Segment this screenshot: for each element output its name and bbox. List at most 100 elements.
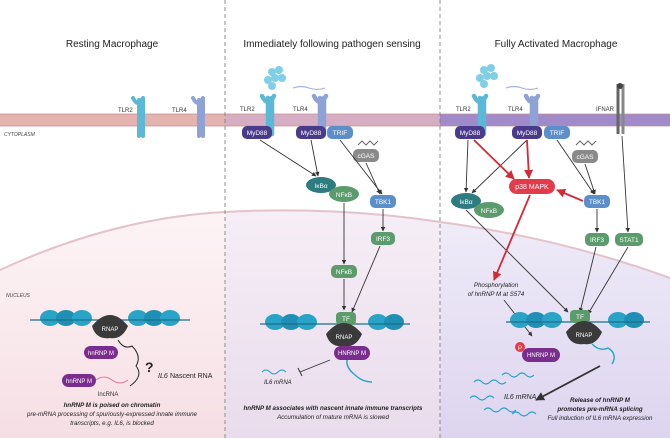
tlr2-label-act: TLR2 (456, 107, 471, 113)
arrows-sense (259, 139, 386, 313)
irf3-sense (371, 232, 395, 245)
nascent-rna-act (591, 343, 615, 365)
tlr2-label-sense: TLR2 (240, 107, 255, 113)
cgas-act (572, 150, 598, 163)
arrows-act-red (473, 139, 584, 281)
ikba-label-act: IκBα (459, 199, 472, 206)
nfkb-label-act: NFκB (481, 208, 497, 215)
tf-label-act: TF (576, 314, 584, 321)
lps-ligand-sense (292, 85, 326, 91)
ikba-sense (306, 177, 336, 193)
inhibit-line-sense (299, 359, 331, 373)
lps-ligand-act (505, 85, 539, 91)
tlr4-receptor-rest (191, 96, 205, 138)
nfkb-act (474, 202, 504, 218)
mrna-wave-sense (261, 369, 287, 375)
rnap-label-rest: RNAP (102, 327, 119, 333)
phospho-label-2: of hnRNP M at S574 (468, 291, 525, 298)
nascent-rna-rest (117, 339, 140, 387)
dna-cyto-sense (357, 140, 379, 146)
myd88-sense-1 (242, 126, 272, 139)
caption-sense-2: Accumulation of mature mRNA is slowed (276, 414, 389, 421)
caption-rest-2: pre-mRNA processing of spuriously-expres… (26, 411, 198, 418)
trif-label-sense: TRIF (333, 130, 347, 137)
trif-act (544, 126, 570, 139)
cytoplasm-label: CYTOPLASM (4, 132, 36, 138)
ifnar-label: IFNAR (596, 107, 615, 113)
hnrnpm-label-act: HNRNP M (527, 353, 555, 359)
caption-rest-bold: hnRNP M is poised on chromatin (64, 402, 161, 409)
tbk1-label-act: TBK1 (589, 199, 606, 206)
pathogen-ligand-sense (264, 66, 286, 90)
il6-mrna-sense: IL6 mRNA (264, 380, 292, 386)
rnap-rest (92, 315, 128, 339)
myd88-sense-2 (296, 126, 326, 139)
title-activated: Fully Activated Macrophage (495, 39, 618, 50)
tlr4-label-act: TLR4 (508, 107, 523, 113)
hnrnpm-act (522, 348, 560, 362)
tlr2-label-rest: TLR2 (118, 108, 133, 114)
p38-mapk-label: p38 MAPK (515, 184, 549, 191)
rnap-label-sense: RNAP (336, 335, 353, 341)
hnrnpm-sense (334, 346, 370, 360)
tlr2-receptor-rest (131, 96, 145, 138)
mrna-arrow-act (535, 365, 601, 401)
plasma-membrane-rest (0, 114, 225, 126)
hnrnpm-label-sense: HNRNP M (338, 351, 366, 357)
nfkb-label-sense-nuc: NFκB (336, 269, 352, 276)
arrows-act (463, 135, 630, 315)
tf-sense (336, 312, 356, 325)
phospho-p-label: P (518, 346, 522, 352)
cgas-sense (353, 149, 379, 162)
tbk1-label-sense: TBK1 (375, 199, 392, 206)
lncrna-strand (95, 376, 129, 384)
stat1 (615, 233, 643, 246)
myd88-label-sense-2: MyD88 (301, 130, 322, 137)
chromatin-sense (260, 314, 410, 330)
myd88-act-2 (512, 126, 542, 139)
mrna-waves-act (469, 372, 537, 417)
caption-act-bold-2: promotes pre-mRNA splicing (556, 406, 643, 413)
caption-act-3: Full induction of IL6 mRNA expression (547, 415, 653, 422)
caption-sense-bold: hnRNP M associates with nascent innate i… (244, 405, 423, 412)
nfkb-sense-nuc (331, 265, 357, 278)
caption-rest-3: transcripts, e.g. IL6, is blocked (70, 420, 154, 427)
myd88-label-act-2: MyD88 (517, 130, 538, 137)
pathogen-ligand-act (476, 64, 498, 88)
hnrnpm-label-rest-1: hnRNP M (88, 351, 114, 357)
ikba-label-sense: IκBα (314, 183, 327, 190)
question-mark: ? (145, 359, 154, 375)
myd88-label-sense-1: MyD88 (247, 130, 268, 137)
title-resting: Resting Macrophage (66, 39, 159, 50)
title-sensing: Immediately following pathogen sensing (243, 39, 420, 50)
il6-italic-rest: IL6 (158, 373, 168, 380)
hnrnpm-label-rest-2: hnRNP M (66, 379, 92, 385)
il6-mrna-act: IL6 mRNA (504, 394, 537, 401)
hnrnpm-rest-1 (84, 346, 118, 359)
nfkb-label-sense-cyto: NFκB (336, 192, 352, 199)
nuclear-envelope (0, 209, 670, 279)
tf-label-sense: TF (342, 316, 350, 323)
chromatin-rest (30, 310, 190, 326)
cgas-label-sense: cGAS (358, 153, 376, 160)
inhibit-bar-sense (297, 367, 303, 377)
ifnar-receptor (616, 83, 625, 134)
caption-act-bold-1: Release of hnRNP M (570, 397, 631, 404)
rnap-sense (326, 323, 362, 347)
tlr4-label-rest: TLR4 (172, 108, 187, 114)
trif-sense (327, 126, 353, 139)
hnrnpm-rest-2 (62, 374, 96, 387)
phospho-p (515, 342, 525, 352)
dna-cyto-act (575, 140, 597, 146)
cgas-label-act: cGAS (577, 154, 595, 161)
chromatin-act (506, 312, 650, 328)
irf3-label-act: IRF3 (590, 237, 604, 244)
rnap-act (566, 321, 602, 345)
nascent-rna-label: Nascent RNA (170, 373, 213, 380)
myd88-act-1 (455, 126, 485, 139)
tbk1-act (584, 195, 610, 208)
irf3-act (585, 233, 609, 246)
tbk1-sense (370, 195, 396, 208)
nfkb-sense-cyto (329, 186, 359, 202)
